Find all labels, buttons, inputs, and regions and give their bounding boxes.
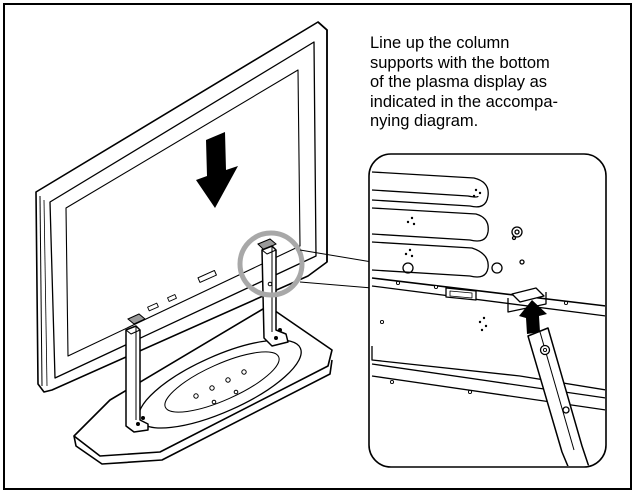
detail-callout bbox=[368, 153, 607, 468]
highlight-ring bbox=[237, 230, 305, 298]
instruction-text: Line up the column supports with the bot… bbox=[370, 34, 559, 131]
down-arrow-icon bbox=[196, 132, 238, 208]
up-arrow-icon bbox=[519, 300, 547, 334]
plasma-display bbox=[35, 21, 328, 393]
callout-leader-lines bbox=[299, 249, 373, 289]
left-column-support bbox=[125, 325, 149, 433]
mounting-tabs bbox=[127, 238, 277, 325]
